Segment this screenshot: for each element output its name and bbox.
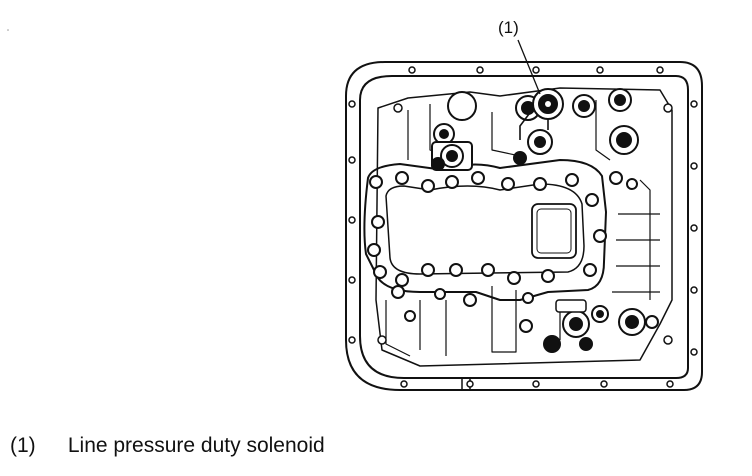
- line-pressure-duty-solenoid: [519, 88, 564, 140]
- callout-leader-line: [517, 39, 541, 95]
- valve-body-frame: [375, 87, 673, 367]
- hydraulic-passages: [385, 100, 660, 357]
- callout-label: (1): [498, 18, 519, 37]
- oil-pan-inner-flange: [359, 75, 689, 379]
- legend-number: (1): [10, 434, 36, 457]
- oil-pan-housing: [345, 61, 703, 391]
- lower-solenoids: [404, 293, 659, 353]
- legend-text: Line pressure duty solenoid: [67, 434, 325, 457]
- legend-item: (1) Line pressure duty solenoid: [10, 434, 325, 458]
- gasket-inner-opening: [385, 183, 585, 275]
- gasket-bolts: [367, 171, 607, 304]
- pan-bolts: [348, 66, 698, 388]
- filter-window: [531, 203, 577, 259]
